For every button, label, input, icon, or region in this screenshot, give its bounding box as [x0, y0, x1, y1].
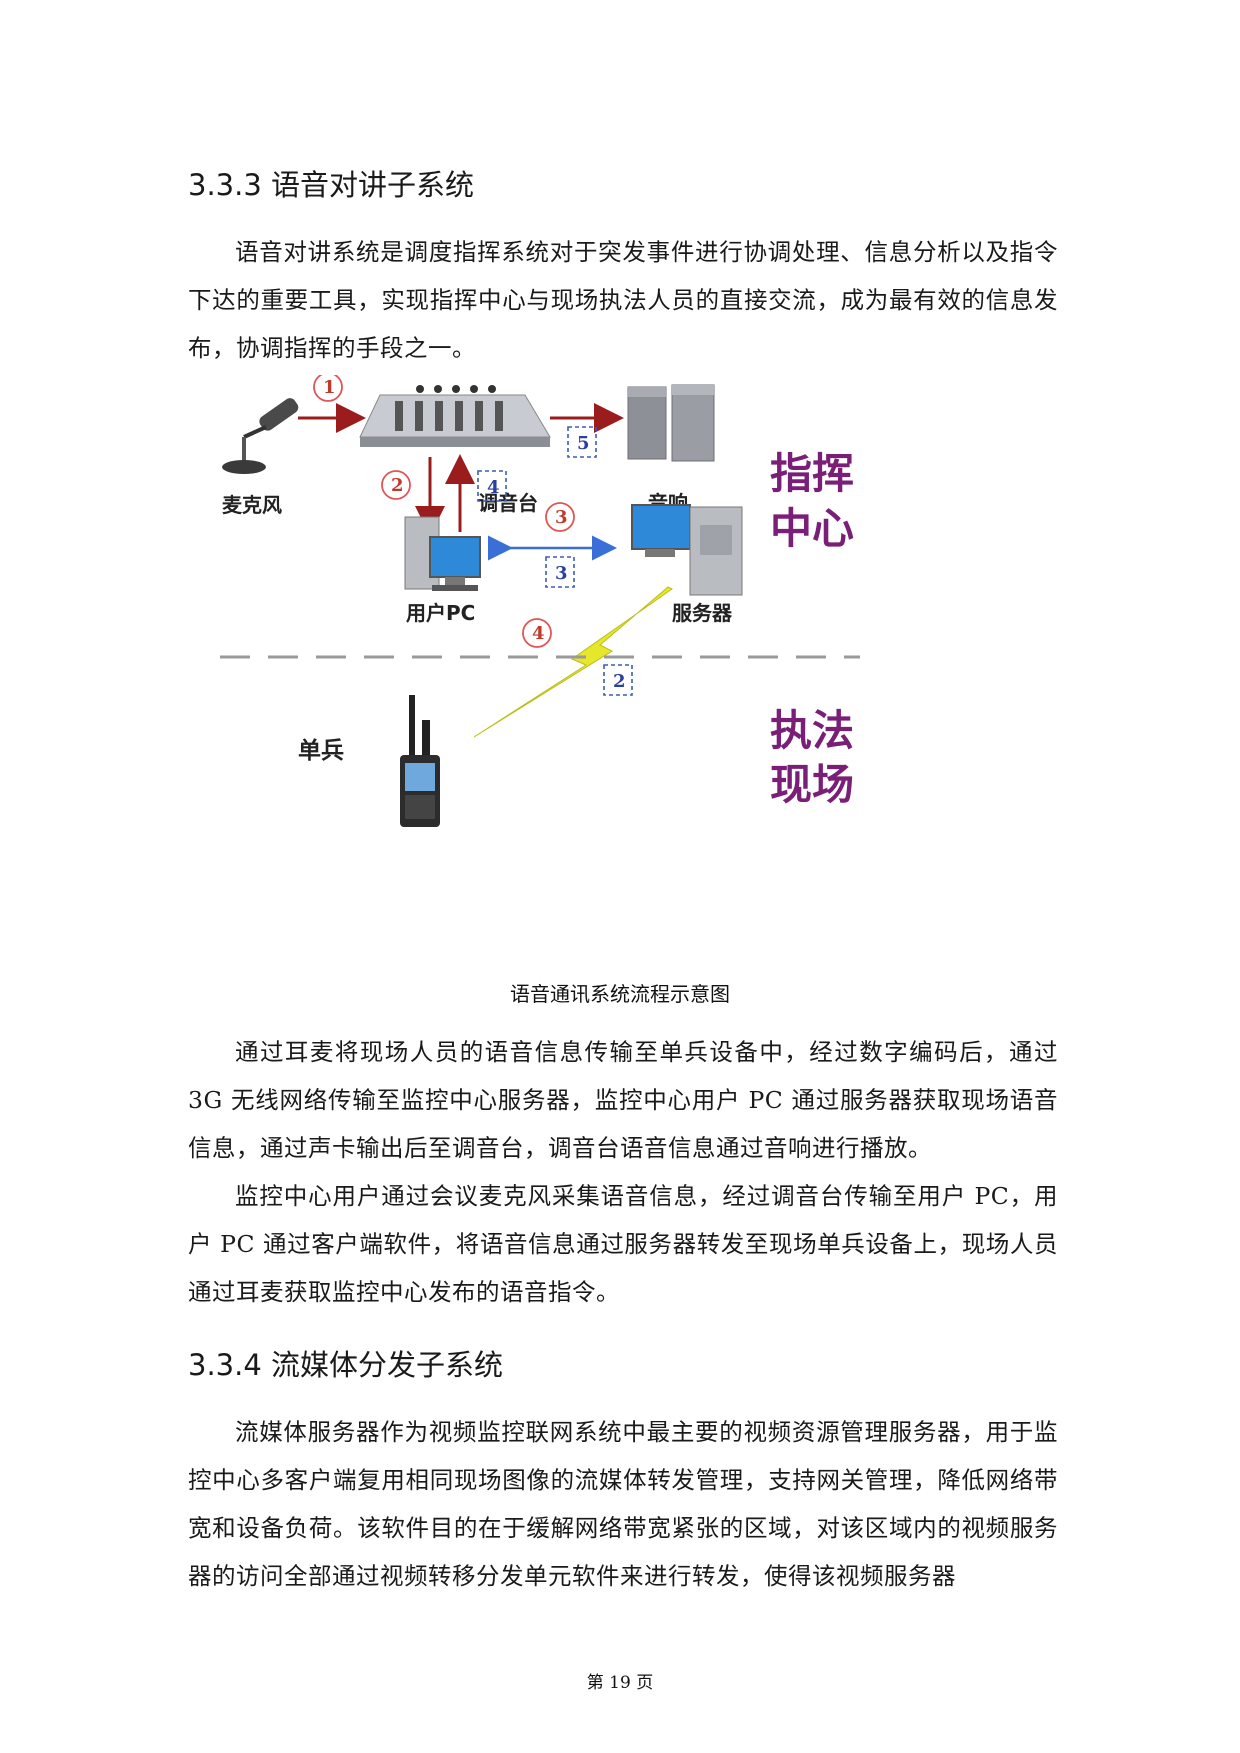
soldier-device-icon [400, 695, 440, 827]
mixer-label: 调音台 [478, 491, 538, 515]
intro-paragraph: 语音对讲系统是调度指挥系统对于突发事件进行协调处理、信息分析以及指令下达的重要工… [188, 238, 1058, 362]
microphone-icon [222, 398, 299, 474]
user-pc-icon [404, 516, 481, 591]
body-paragraph-2: 监控中心用户通过会议麦克风采集语音信息，经过调音台传输至用户 PC，用户 PC … [188, 1182, 1058, 1306]
server-icon [631, 504, 743, 596]
step-blue-5: 5 [577, 433, 590, 454]
section-2-paragraph: 流媒体服务器作为视频监控联网系统中最主要的视频资源管理服务器，用于监控中心多客户… [188, 1418, 1058, 1590]
section-heading-3-3-4: 3.3.4 流媒体分发子系统 [188, 1348, 504, 1382]
step-red-4: 4 [532, 623, 545, 644]
soldier-label: 单兵 [298, 738, 344, 764]
wireless-link-icon [473, 586, 673, 738]
step-blue-2: 2 [613, 671, 626, 692]
page-number: 第 19 页 [586, 1673, 654, 1693]
step-blue-3: 3 [555, 563, 568, 584]
region-field-line1: 执法 [770, 706, 854, 755]
mixer-icon [359, 385, 551, 447]
voice-flow-diagram: 麦克风 1 调音台 5 音响 指挥 中心 2 4 [220, 375, 860, 827]
microphone-label: 麦克风 [222, 493, 282, 517]
step-red-1: 1 [323, 377, 336, 398]
body-paragraph-1: 通过耳麦将现场人员的语音信息传输至单兵设备中，经过数字编码后，通过3G 无线网络… [188, 1038, 1058, 1162]
section-heading-3-3-3: 3.3.3 语音对讲子系统 [188, 168, 475, 202]
figure-caption: 语音通讯系统流程示意图 [510, 982, 730, 1006]
user-pc-label: 用户PC [406, 601, 475, 625]
step-blue-4: 4 [487, 477, 500, 498]
speaker-icon [627, 384, 715, 462]
region-command-line1: 指挥 [770, 449, 854, 498]
step-red-3: 3 [555, 507, 568, 528]
server-label: 服务器 [672, 601, 733, 625]
region-command-line2: 中心 [770, 504, 854, 553]
region-field-line2: 现场 [770, 760, 854, 809]
step-red-2: 2 [391, 475, 404, 496]
